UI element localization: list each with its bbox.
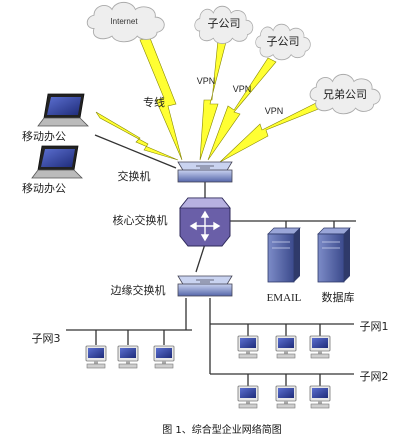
svg-text:子公司: 子公司 — [267, 35, 300, 48]
vpn-label-3: VPN — [265, 106, 284, 116]
email-server: EMAIL — [267, 227, 302, 304]
vpn-label-1: VPN — [197, 76, 216, 86]
desktop-icon — [153, 345, 175, 369]
subnet-2-label: 子网2 — [360, 370, 389, 383]
server-icon — [317, 227, 351, 283]
svg-text:兄弟公司: 兄弟公司 — [323, 88, 367, 101]
sibling-company-cloud: 兄弟公司 — [309, 73, 381, 115]
svg-text:EMAIL: EMAIL — [267, 292, 302, 304]
desktop-icon — [237, 335, 259, 359]
subnet-3-label: 子网3 — [32, 332, 61, 345]
laptop-icon — [37, 93, 89, 127]
desktop-icon — [117, 345, 139, 369]
network-links — [66, 134, 356, 386]
subsidiary-cloud-2: 子公司 — [255, 23, 311, 61]
core-switch-label: 核心交换机 — [113, 213, 168, 227]
switch-icon — [177, 161, 233, 183]
svg-text:子公司: 子公司 — [208, 17, 241, 30]
figure-caption: 图 1、综合型企业网络简图 — [162, 423, 282, 436]
switch-icon — [177, 275, 233, 297]
svg-text:数据库: 数据库 — [322, 290, 355, 304]
svg-text:移动办公: 移动办公 — [22, 130, 66, 143]
desktop-icon — [275, 335, 297, 359]
desktop-icon — [309, 385, 331, 409]
desktop-icon — [275, 385, 297, 409]
mobile-office-2: 移动办公 — [22, 145, 83, 195]
subsidiary-cloud-1: 子公司 — [194, 5, 254, 45]
subnet-1-hosts — [237, 335, 331, 359]
laptop-icon — [31, 145, 83, 179]
core-switch-icon — [179, 197, 231, 247]
server-icon — [267, 227, 301, 283]
edge-switch-label: 边缘交换机 — [111, 283, 166, 297]
internet-cloud: Internet — [86, 1, 165, 43]
database-server: 数据库 — [317, 227, 355, 304]
subnet-2-hosts — [237, 385, 331, 409]
desktop-icon — [237, 385, 259, 409]
mobile-office-1: 移动办公 — [22, 93, 89, 143]
lightning-icon — [95, 37, 327, 163]
svg-text:移动办公: 移动办公 — [22, 182, 66, 195]
vpn-label-2: VPN — [233, 84, 252, 94]
svg-text:Internet: Internet — [110, 17, 138, 26]
switch-label: 交换机 — [118, 169, 151, 183]
desktop-icon — [309, 335, 331, 359]
subnet-1-label: 子网1 — [360, 320, 389, 333]
dedicated-line-label: 专线 — [143, 95, 165, 109]
subnet-3-hosts — [85, 345, 175, 369]
desktop-icon — [85, 345, 107, 369]
